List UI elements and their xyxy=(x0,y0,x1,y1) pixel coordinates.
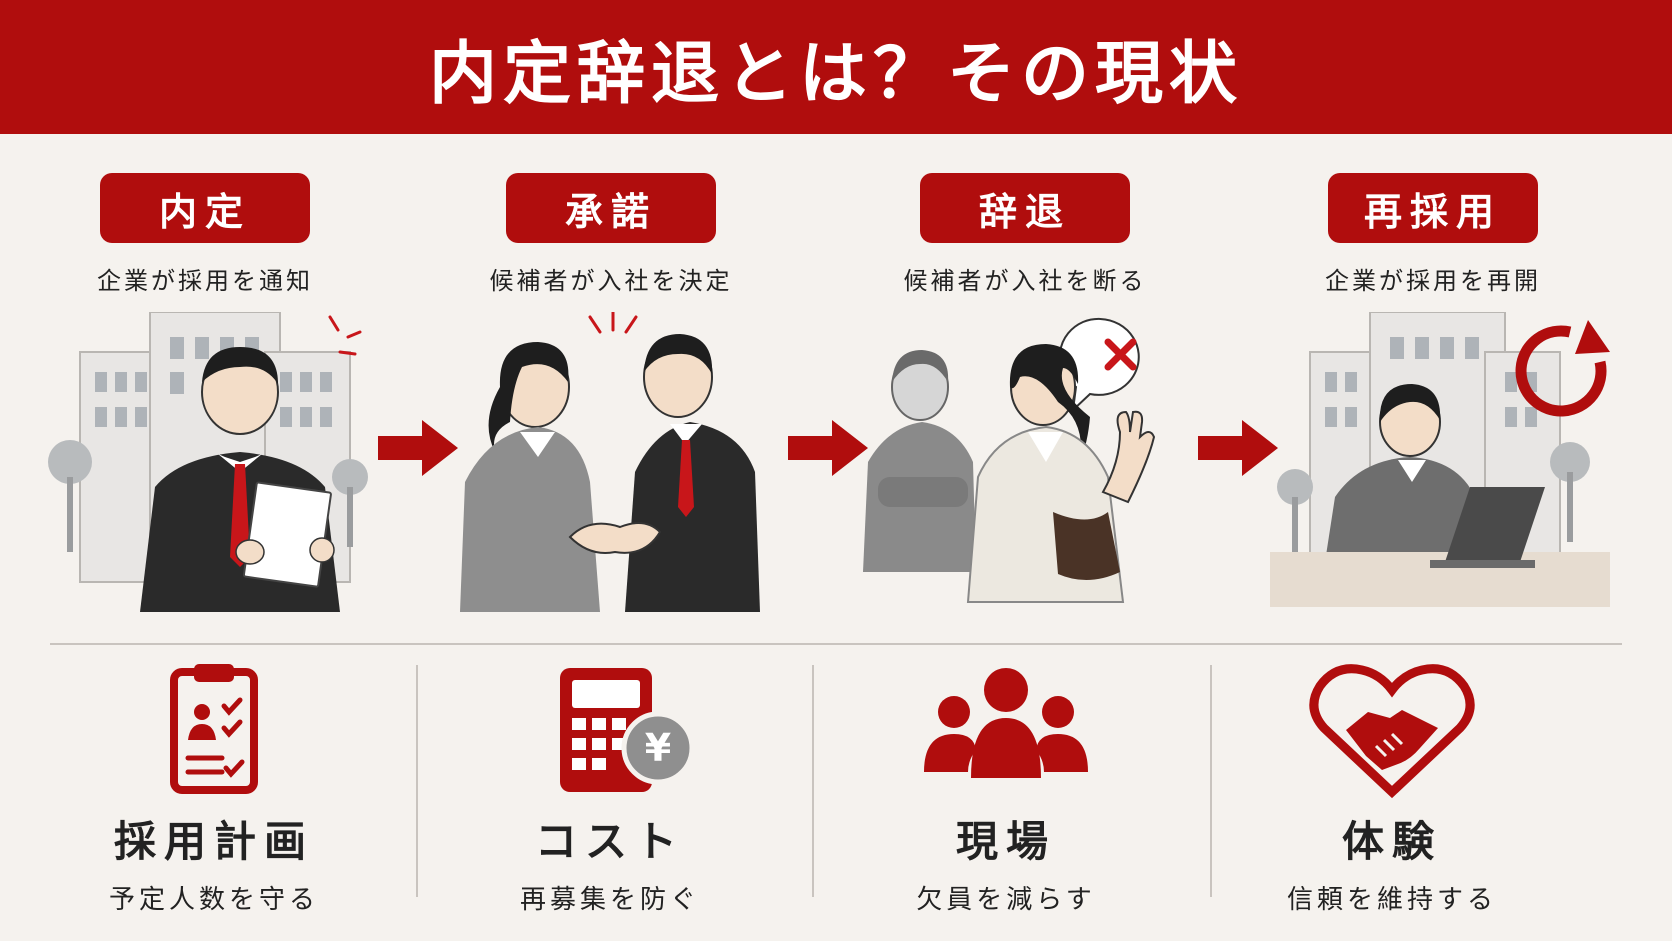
arrow-right-icon xyxy=(788,420,868,476)
clipboard-checklist-icon xyxy=(124,660,304,800)
woman-declining-with-x-bubble-icon xyxy=(858,312,1198,612)
step-jitai: 辞退 候補者が入社を断る xyxy=(903,173,1147,296)
heart-handshake-icon xyxy=(1302,660,1482,800)
impact-title: コスト xyxy=(534,817,685,866)
step-badge: 承諾 xyxy=(506,173,716,243)
column-divider xyxy=(1210,665,1212,897)
office-building-with-man-holding-letter-icon xyxy=(40,312,380,612)
impact-subtitle: 再募集を防ぐ xyxy=(519,885,700,915)
impact-subtitle: 予定人数を守る xyxy=(108,885,319,915)
header-banner: 内定辞退とは？その現状 xyxy=(0,0,1672,134)
impact-cost: ¥ コスト 再募集を防ぐ xyxy=(440,660,780,916)
step-badge: 再採用 xyxy=(1328,173,1538,243)
woman-at-laptop-with-refresh-icon xyxy=(1270,312,1610,612)
column-divider xyxy=(812,665,814,897)
team-people-icon xyxy=(916,660,1096,800)
calculator-yen-icon: ¥ xyxy=(520,660,700,800)
impact-workplace: 現場 欠員を減らす xyxy=(836,660,1176,916)
impact-title: 現場 xyxy=(955,817,1056,866)
impact-subtitle: 信頼を維持する xyxy=(1286,885,1497,915)
column-divider xyxy=(416,665,418,897)
step-description: 候補者が入社を断る xyxy=(903,267,1147,295)
handshake-people-icon xyxy=(450,312,790,612)
step-badge: 辞退 xyxy=(920,173,1130,243)
step-description: 候補者が入社を決定 xyxy=(489,267,733,295)
step-naitei: 内定 企業が採用を通知 xyxy=(97,173,313,296)
impact-subtitle: 欠員を減らす xyxy=(916,885,1096,915)
impact-experience: 体験 信頼を維持する xyxy=(1222,660,1562,916)
step-description: 企業が採用を通知 xyxy=(97,267,313,295)
impact-title: 体験 xyxy=(1341,817,1442,866)
yen-symbol: ¥ xyxy=(645,726,671,770)
step-shodaku: 承諾 候補者が入社を決定 xyxy=(489,173,733,296)
page-title: 内定辞退とは？その現状 xyxy=(428,33,1243,114)
arrow-right-icon xyxy=(1198,420,1278,476)
step-saisaiyo: 再採用 企業が採用を再開 xyxy=(1325,173,1541,296)
impact-hiring-plan: 採用計画 予定人数を守る xyxy=(44,660,384,916)
section-divider xyxy=(50,643,1622,645)
step-badge: 内定 xyxy=(100,173,310,243)
arrow-right-icon xyxy=(378,420,458,476)
step-description: 企業が採用を再開 xyxy=(1325,267,1541,295)
impact-title: 採用計画 xyxy=(113,817,314,866)
